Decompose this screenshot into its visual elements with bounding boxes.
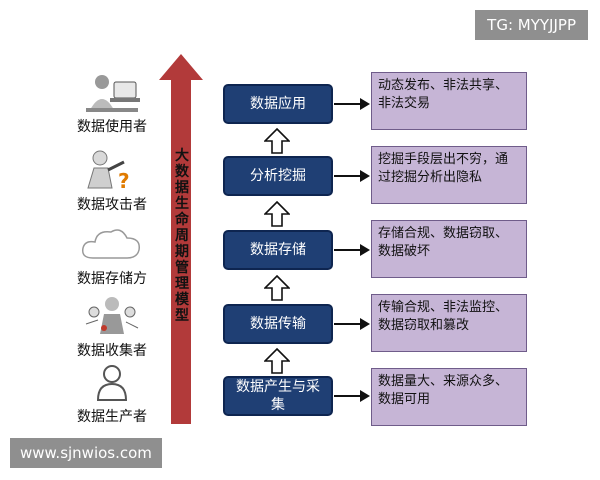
stage-data-storage: 数据存储 — [223, 230, 333, 270]
model-title: 大数据生命周期管理模型 — [175, 148, 189, 324]
actor-data-producer: 数据生产者 — [66, 360, 158, 426]
right-arrow-icon — [334, 390, 370, 402]
stage-data-application: 数据应用 — [223, 84, 333, 124]
actor-data-storage: 数据存储方 — [66, 222, 158, 288]
svg-text:?: ? — [118, 169, 130, 192]
stage-data-generation: 数据产生与采集 — [223, 376, 333, 416]
up-arrow-icon — [264, 201, 290, 227]
actor-label: 数据收集者 — [77, 343, 147, 359]
desc-data-generation: 数据量大、来源众多、数据可用 — [371, 368, 527, 426]
right-arrow-icon — [334, 170, 370, 182]
actor-label: 数据攻击者 — [77, 197, 147, 213]
up-arrow-icon — [264, 275, 290, 301]
actor-label: 数据生产者 — [77, 409, 147, 425]
up-arrow-icon — [264, 348, 290, 374]
stage-data-transmission: 数据传输 — [223, 304, 333, 344]
actor-data-attacker: ? 数据攻击者 — [66, 148, 158, 214]
desc-data-application: 动态发布、非法共享、非法交易 — [371, 72, 527, 130]
watermark-top: TG: MYYJJPP — [475, 10, 588, 40]
lifecycle-arrow-icon — [159, 54, 203, 424]
up-arrow-icon — [264, 128, 290, 154]
right-arrow-icon — [334, 318, 370, 330]
data-attacker-icon: ? — [66, 148, 158, 192]
person-icon — [66, 360, 158, 404]
desc-analysis-mining: 挖掘手段层出不穷，通过挖掘分析出隐私 — [371, 146, 527, 204]
right-arrow-icon — [334, 244, 370, 256]
cloud-icon — [66, 222, 158, 266]
data-collector-icon — [66, 294, 158, 338]
actor-label: 数据使用者 — [77, 119, 147, 135]
desc-data-storage: 存储合规、数据窃取、数据破坏 — [371, 220, 527, 278]
actor-data-user: 数据使用者 — [66, 70, 158, 136]
desc-data-transmission: 传输合规、非法监控、数据窃取和篡改 — [371, 294, 527, 352]
data-user-icon — [66, 70, 158, 114]
stage-analysis-mining: 分析挖掘 — [223, 156, 333, 196]
lifecycle-diagram: 数据使用者 ? 数据攻击者 数据存储方 — [66, 44, 544, 432]
actor-label: 数据存储方 — [77, 271, 147, 287]
actor-data-collector: 数据收集者 — [66, 294, 158, 360]
right-arrow-icon — [334, 98, 370, 110]
watermark-bottom: www.sjnwios.com — [10, 438, 162, 468]
